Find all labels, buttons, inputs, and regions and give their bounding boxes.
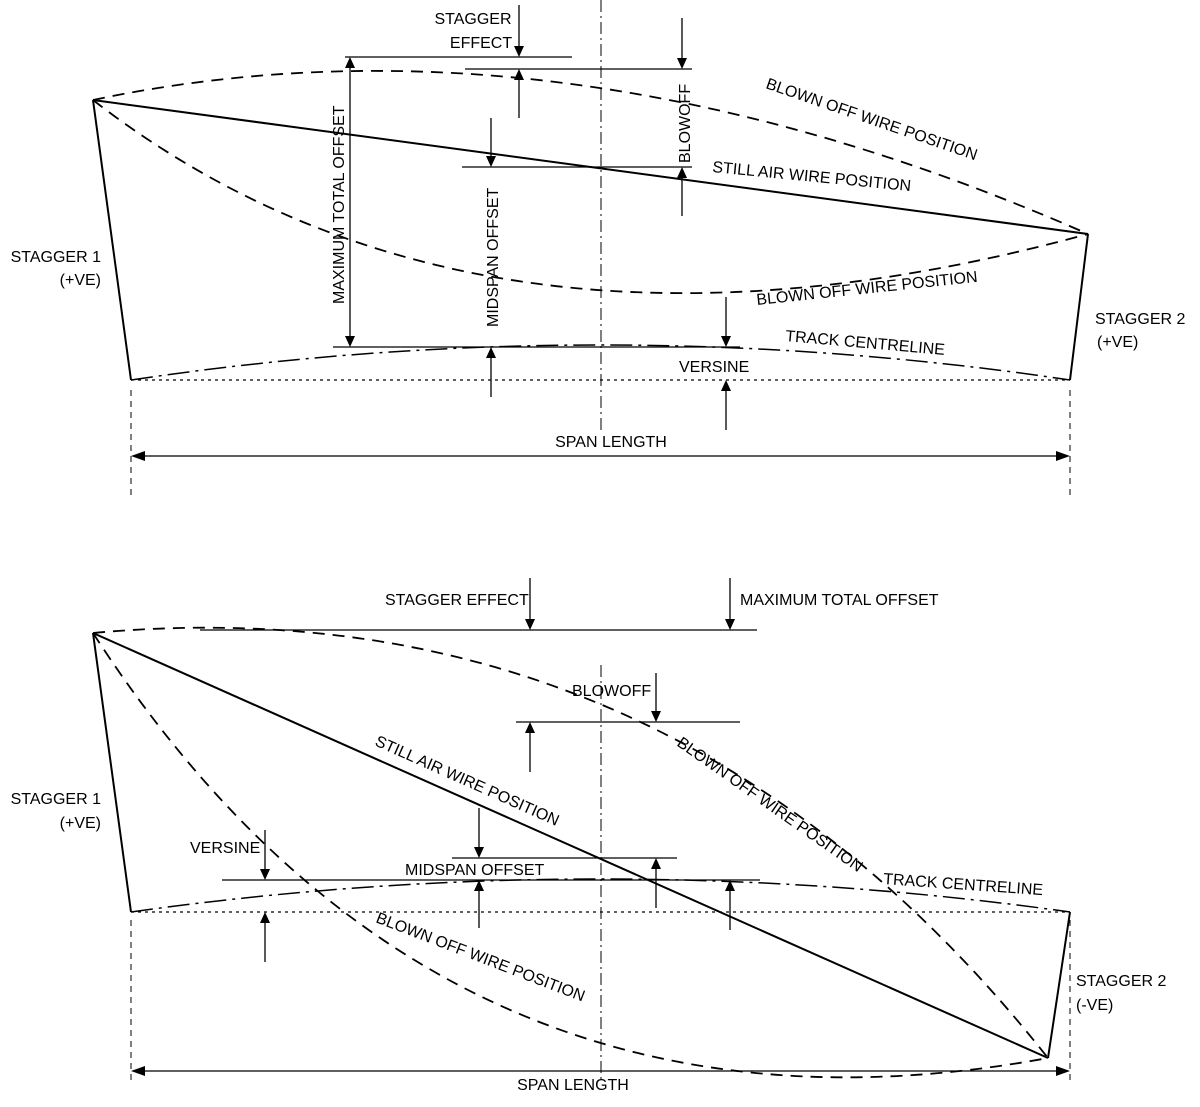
top-versine-label: VERSINE xyxy=(679,359,749,376)
bottom-span-arrowhead-right xyxy=(1056,1066,1070,1076)
bottom-max-offset-arrowhead-down xyxy=(725,619,735,630)
top-blown-off-upper-label: BLOWN OFF WIRE POSITION xyxy=(764,76,980,164)
top-stagger-effect-arrowhead-down xyxy=(514,46,524,57)
top-stagger2-label-1: STAGGER 2 xyxy=(1095,311,1185,328)
top-stagger-effect-label-1: STAGGER xyxy=(434,11,511,28)
top-blown-off-wire-lower xyxy=(92,99,1089,295)
bottom-diagram: STAGGER EFFECT MAXIMUM TOTAL OFFSET BLOW… xyxy=(11,578,1166,1094)
bottom-blown-off-wire-upper xyxy=(92,626,1049,1059)
top-stagger-effect-arrowhead-up xyxy=(514,69,524,80)
bottom-midspan-arrowhead-up xyxy=(474,880,484,891)
top-still-air-label: STILL AIR WIRE POSITION xyxy=(712,159,912,195)
top-track-centreline-label: TRACK CENTRELINE xyxy=(785,328,946,359)
bottom-blown-off-lower-label: BLOWN OFF WIRE POSITION xyxy=(374,910,588,1006)
bottom-blowoff-label: BLOWOFF xyxy=(572,683,651,700)
top-stagger1-label-2: (+VE) xyxy=(60,272,101,289)
bottom-span-length-label: SPAN LENGTH xyxy=(517,1077,629,1094)
top-blown-off-lower-label: BLOWN OFF WIRE POSITION xyxy=(756,269,979,309)
bottom-track-centreline-label: TRACK CENTRELINE xyxy=(883,871,1044,899)
bottom-still-air-wire xyxy=(92,632,1049,1059)
bottom-midspan-offset-label: MIDSPAN OFFSET xyxy=(405,862,544,879)
bottom-stagger-effect-arrowhead xyxy=(525,619,535,630)
top-stagger2-label-2: (+VE) xyxy=(1097,334,1138,351)
bottom-blowoff-arrowhead-down xyxy=(651,711,661,722)
bottom-versine-arrowhead-up xyxy=(260,912,270,923)
bottom-blown-off-wire-lower xyxy=(92,632,1049,1079)
top-midspan-offset-label: MIDSPAN OFFSET xyxy=(485,188,502,327)
top-midspan-arrowhead-up xyxy=(486,347,496,358)
top-span-arrowhead-right xyxy=(1056,451,1070,461)
top-blown-off-wire-upper xyxy=(92,70,1089,235)
bottom-blown-off-upper-label: BLOWN OFF WIRE POSITION xyxy=(674,734,866,875)
bottom-stagger2-line xyxy=(1047,911,1071,1059)
top-max-offset-arrowhead-up xyxy=(345,57,355,68)
bottom-versine-arrowhead-down xyxy=(260,869,270,880)
bottom-stagger1-label-2: (+VE) xyxy=(60,815,101,832)
bottom-blowoff-arrowhead-up xyxy=(525,722,535,733)
bottom-midspan-arrowhead-up-2 xyxy=(651,858,661,869)
top-span-length-label: SPAN LENGTH xyxy=(555,434,667,451)
top-blowoff-arrowhead-down xyxy=(677,58,687,69)
bottom-stagger2-label-1: STAGGER 2 xyxy=(1076,973,1166,990)
top-midspan-arrowhead-down xyxy=(486,156,496,167)
top-versine-arrowhead-down xyxy=(721,336,731,347)
bottom-versine-label: VERSINE xyxy=(190,840,260,857)
bottom-stagger1-line xyxy=(92,632,132,913)
top-diagram: STAGGER EFFECT BLOWOFF MAXIMUM TOTAL OFF… xyxy=(11,0,1185,495)
bottom-still-air-label: STILL AIR WIRE POSITION xyxy=(372,733,561,830)
top-stagger1-label-1: STAGGER 1 xyxy=(11,249,101,266)
top-max-offset-label: MAXIMUM TOTAL OFFSET xyxy=(331,105,348,304)
top-stagger2-line xyxy=(1069,233,1089,381)
bottom-max-offset-arrowhead-up xyxy=(725,880,735,891)
bottom-span-arrowhead-left xyxy=(131,1066,145,1076)
top-max-offset-arrowhead-down xyxy=(345,336,355,347)
top-span-arrowhead-left xyxy=(131,451,145,461)
top-stagger-effect-label-2: EFFECT xyxy=(450,35,512,52)
top-versine-arrowhead-up xyxy=(721,380,731,391)
bottom-max-offset-label: MAXIMUM TOTAL OFFSET xyxy=(740,592,939,609)
bottom-midspan-arrowhead-down xyxy=(474,847,484,858)
top-stagger1-line xyxy=(92,99,132,381)
bottom-stagger-effect-label: STAGGER EFFECT xyxy=(385,592,529,609)
top-blowoff-arrowhead-up xyxy=(677,167,687,178)
bottom-stagger1-label-1: STAGGER 1 xyxy=(11,791,101,808)
top-blowoff-label: BLOWOFF xyxy=(677,84,694,163)
bottom-stagger2-label-2: (-VE) xyxy=(1076,997,1113,1014)
